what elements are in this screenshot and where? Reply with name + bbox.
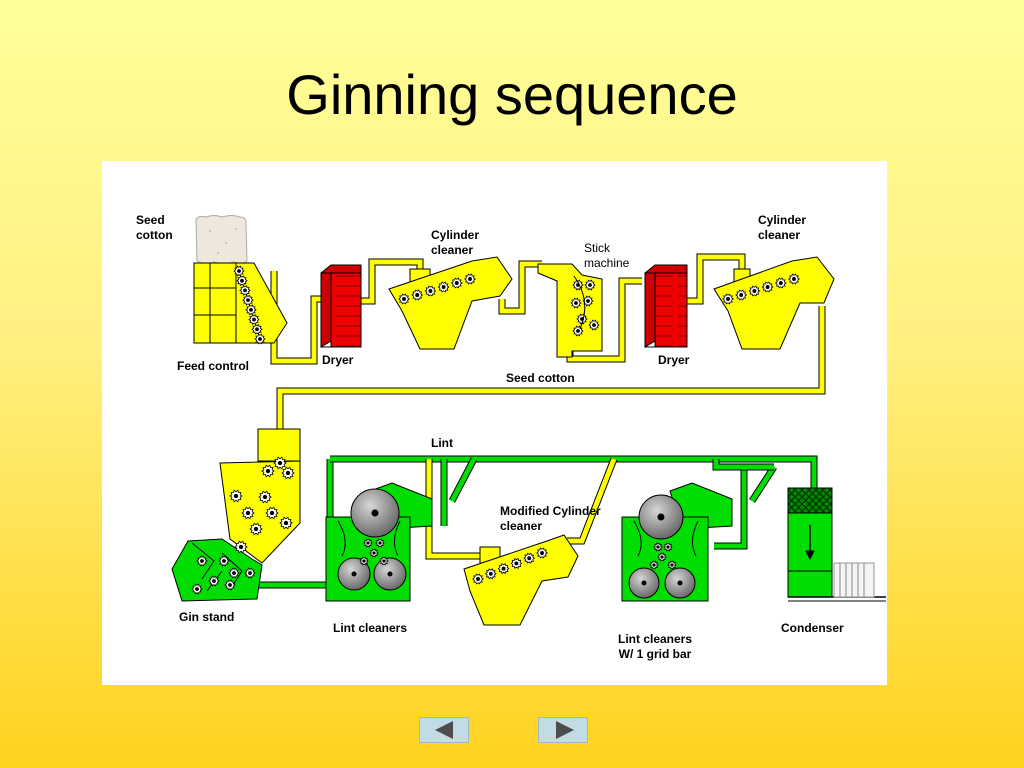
- diagram-panel: Seed cotton Feed control Dryer Cylinder …: [102, 161, 887, 685]
- gear-icon: [649, 560, 659, 570]
- feed-control: [193, 262, 288, 345]
- gear-icon: [258, 490, 272, 504]
- gear-icon: [236, 275, 248, 287]
- gear-icon: [510, 557, 523, 569]
- next-slide-button[interactable]: [538, 717, 588, 743]
- dryer-1: [320, 264, 362, 348]
- label-seed-cotton-pipe: Seed cotton: [506, 371, 575, 385]
- gear-icon: [375, 538, 385, 548]
- gear-icon: [224, 579, 236, 591]
- gear-icon: [251, 323, 263, 335]
- gear-icon: [241, 506, 255, 520]
- lint-cleaner-1: [325, 482, 433, 602]
- label-cylinder-cleaner-2: Cylinder cleaner: [758, 213, 807, 242]
- gear-icon: [249, 522, 263, 536]
- gear-icon: [369, 548, 379, 558]
- ginning-diagram: [171, 215, 886, 626]
- seed-cotton-pile: [195, 215, 248, 264]
- label-feed-control: Feed control: [177, 359, 250, 373]
- gear-icon: [281, 466, 295, 480]
- condenser: [787, 487, 886, 602]
- gear-icon: [424, 285, 437, 297]
- gear-icon: [722, 293, 734, 305]
- gear-icon: [588, 319, 600, 331]
- label-cylinder-cleaner-1: Cylinder cleaner: [431, 228, 480, 257]
- gear-icon: [450, 277, 463, 289]
- gear-icon: [484, 568, 497, 580]
- label-dryer-2: Dryer: [658, 353, 690, 367]
- gear-icon: [411, 289, 424, 301]
- gear-icon: [582, 295, 594, 307]
- label-seed-cotton-top: Seed cotton: [136, 213, 173, 242]
- gear-icon: [536, 547, 548, 559]
- label-lint-cleaners-grid: Lint cleaners W/ 1 grid bar: [618, 632, 693, 661]
- label-stick-machine: Stick machine: [584, 241, 630, 270]
- gear-icon: [279, 516, 293, 530]
- gear-icon: [398, 293, 410, 305]
- gear-icon: [261, 464, 275, 478]
- gear-icon: [234, 540, 248, 554]
- label-lint: Lint: [431, 436, 453, 450]
- gear-icon: [748, 285, 761, 297]
- gear-icon: [584, 279, 596, 291]
- cylinder-cleaner-2: [713, 256, 835, 350]
- gear-icon: [497, 563, 510, 575]
- gear-icon: [653, 542, 663, 552]
- gear-icon: [363, 538, 373, 548]
- gear-icon: [464, 273, 476, 285]
- gear-icon: [254, 333, 266, 345]
- triangle-right-icon: [556, 721, 574, 739]
- seed-cotton-pipes: [270, 253, 826, 429]
- gear-icon: [657, 552, 667, 562]
- gear-icon: [245, 304, 257, 316]
- gin-stand: [171, 428, 301, 602]
- gear-icon: [379, 556, 389, 566]
- gear-icon: [218, 555, 230, 567]
- cylinder-cleaner-1: [388, 256, 513, 350]
- label-modified-cylinder-cleaner: Modified Cylinder cleaner: [500, 504, 601, 533]
- triangle-left-icon: [435, 721, 453, 739]
- lint-bale: [833, 562, 875, 598]
- gear-icon: [359, 556, 369, 566]
- label-lint-cleaners: Lint cleaners: [333, 621, 408, 635]
- gear-icon: [208, 575, 220, 587]
- modified-cleaner-pipes: [425, 457, 618, 560]
- gear-icon: [265, 506, 279, 520]
- gear-icon: [523, 552, 536, 564]
- gear-icon: [761, 281, 774, 293]
- gear-icon: [242, 294, 254, 306]
- gear-icon: [191, 583, 203, 595]
- gear-icon: [667, 560, 677, 570]
- label-condenser: Condenser: [781, 621, 844, 635]
- gear-icon: [248, 314, 260, 325]
- gear-icon: [663, 542, 673, 552]
- gear-icon: [570, 297, 582, 309]
- gear-icon: [228, 567, 240, 579]
- previous-slide-button[interactable]: [419, 717, 469, 743]
- gear-icon: [229, 489, 243, 503]
- gear-icon: [788, 273, 800, 285]
- gear-icon: [735, 289, 748, 301]
- stick-machine: [537, 263, 603, 358]
- gear-icon: [239, 285, 251, 296]
- gear-icon: [437, 281, 450, 293]
- slide-title: Ginning sequence: [286, 63, 738, 126]
- dryer-2: [644, 264, 688, 348]
- gear-icon: [472, 573, 484, 585]
- gear-icon: [273, 456, 287, 470]
- lint-cleaner-2: [621, 482, 733, 602]
- gear-icon: [774, 277, 787, 289]
- gear-icon: [196, 555, 208, 567]
- gear-icon: [244, 567, 256, 579]
- gear-icon: [233, 265, 245, 277]
- modified-cylinder-cleaner: [463, 534, 579, 626]
- label-gin-stand: Gin stand: [179, 610, 235, 624]
- label-dryer-1: Dryer: [322, 353, 354, 367]
